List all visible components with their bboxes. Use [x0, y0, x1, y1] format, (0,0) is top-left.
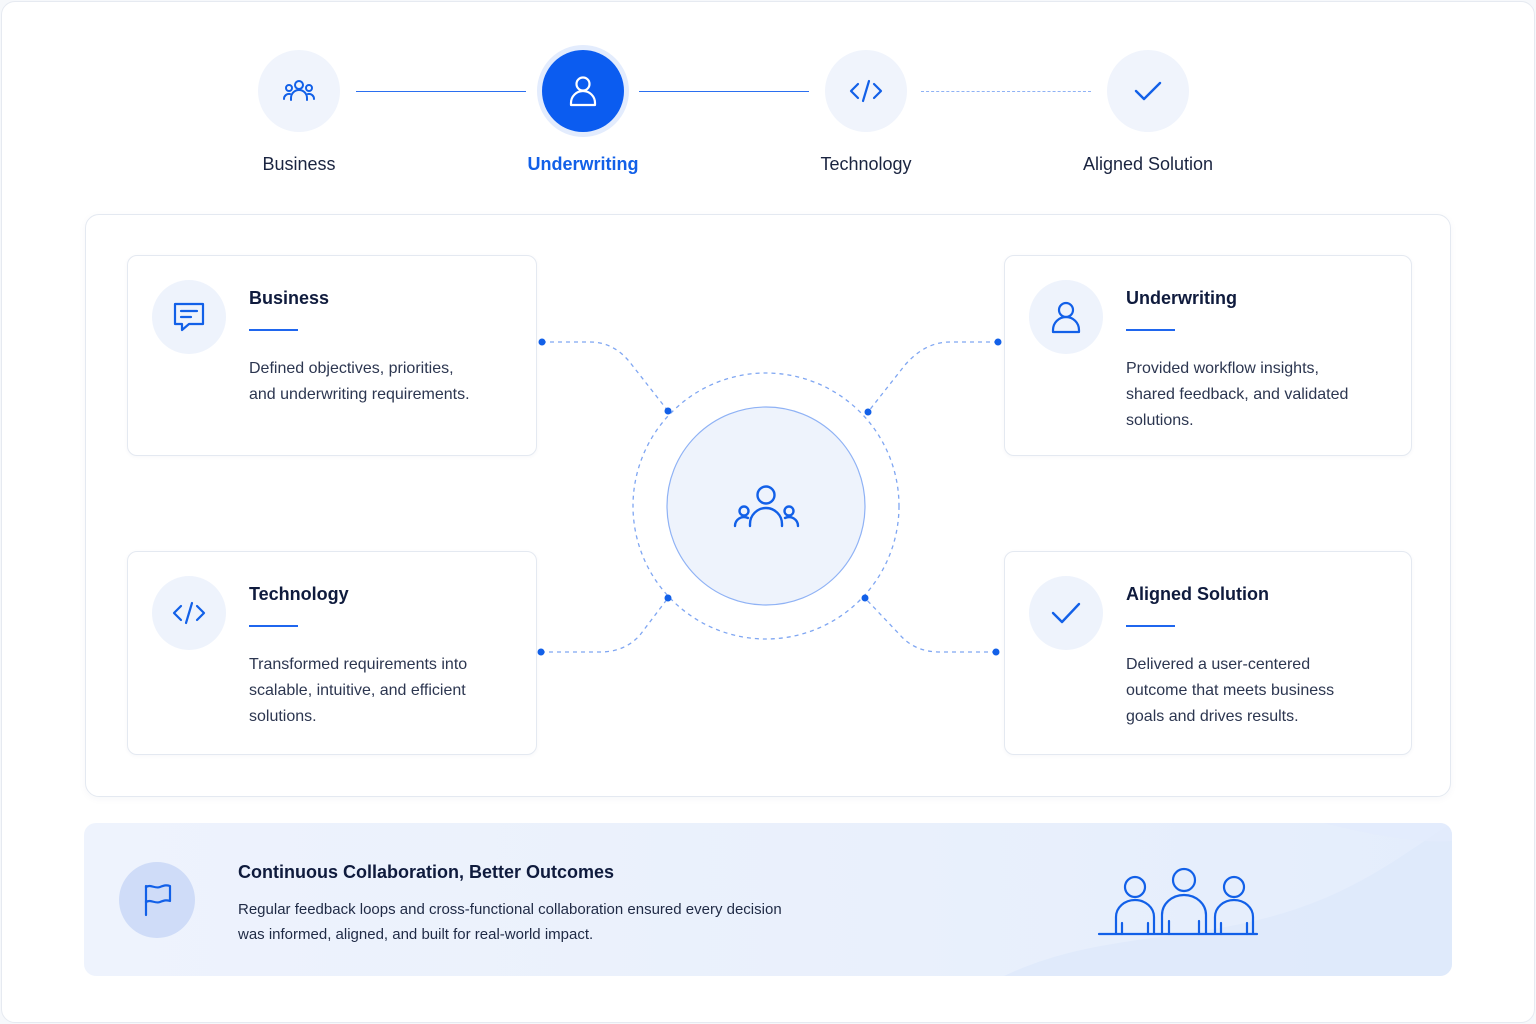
card-aligned-solution-title: Aligned Solution	[1126, 584, 1269, 604]
code-icon	[849, 79, 883, 103]
card-aligned-solution: Aligned Solution Delivered a user-center…	[1004, 551, 1412, 755]
step-technology-label: Technology	[820, 154, 912, 174]
banner-background-wave	[1004, 823, 1452, 976]
stepper-connector-1	[356, 91, 526, 92]
card-aligned-solution-line: goals and drives results.	[1126, 708, 1299, 725]
step-underwriting-circle	[542, 50, 624, 132]
card-underwriting-icon-circle	[1029, 280, 1103, 354]
flag-icon	[144, 884, 172, 917]
stepper-connector-2	[639, 91, 809, 92]
banner-description-line: was informed, aligned, and built for rea…	[238, 926, 594, 943]
step-technology-circle	[825, 50, 907, 132]
card-technology-icon-circle	[152, 576, 226, 650]
card-business-description: Defined objectives, priorities, and unde…	[249, 356, 509, 408]
banner-description-line: Regular feedback loops and cross-functio…	[238, 901, 782, 918]
step-underwriting[interactable]: Underwriting	[473, 50, 693, 175]
banner-title: Continuous Collaboration, Better Outcome…	[238, 862, 615, 882]
card-aligned-solution-line: outcome that meets business	[1126, 682, 1335, 699]
team-icon	[283, 80, 315, 101]
code-icon	[172, 601, 206, 625]
step-business-label: Business	[262, 154, 336, 174]
card-technology-line: solutions.	[249, 708, 317, 725]
card-underwriting-description: Provided workflow insights, shared feedb…	[1126, 356, 1386, 434]
step-technology[interactable]: Technology	[756, 50, 976, 175]
check-icon	[1051, 602, 1081, 624]
team-at-desks-illustration	[1097, 867, 1259, 936]
process-stepper: Business Underwriting Technology Aligned	[0, 0, 1536, 200]
check-icon	[1134, 81, 1162, 101]
card-technology-title: Technology	[249, 584, 349, 604]
card-technology-rule	[249, 625, 298, 627]
step-underwriting-label: Underwriting	[527, 154, 639, 174]
step-business[interactable]: Business	[189, 50, 409, 175]
card-aligned-solution-rule	[1126, 625, 1175, 627]
card-technology-description: Transformed requirements into scalable, …	[249, 652, 509, 730]
card-business-line: and underwriting requirements.	[249, 386, 470, 403]
card-underwriting-line: Provided workflow insights,	[1126, 360, 1319, 377]
step-aligned-solution[interactable]: Aligned Solution	[1038, 50, 1258, 175]
collaboration-banner: Continuous Collaboration, Better Outcome…	[84, 823, 1452, 976]
card-underwriting-line: solutions.	[1126, 412, 1194, 429]
card-aligned-solution-line: Delivered a user-centered	[1126, 656, 1311, 673]
card-underwriting: Underwriting Provided workflow insights,…	[1004, 255, 1412, 456]
card-business-icon-circle	[152, 280, 226, 354]
user-icon	[569, 76, 597, 107]
banner-description: Regular feedback loops and cross-functio…	[238, 897, 858, 947]
card-technology-line: scalable, intuitive, and efficient	[249, 682, 466, 699]
card-underwriting-title: Underwriting	[1126, 288, 1237, 308]
step-aligned-solution-label: Aligned Solution	[1082, 154, 1214, 174]
chat-icon	[173, 302, 205, 332]
card-business-line: Defined objectives, priorities,	[249, 360, 454, 377]
card-underwriting-line: shared feedback, and validated	[1126, 386, 1349, 403]
stepper-connector-3	[921, 91, 1091, 92]
card-business-title: Business	[249, 288, 330, 308]
step-business-circle	[258, 50, 340, 132]
card-business: Business Defined objectives, priorities,…	[127, 255, 537, 456]
user-icon	[1051, 301, 1081, 334]
card-technology: Technology Transformed requirements into…	[127, 551, 537, 755]
card-business-rule	[249, 329, 298, 331]
banner-flag-circle	[119, 862, 195, 938]
card-underwriting-rule	[1126, 329, 1175, 331]
card-aligned-solution-description: Delivered a user-centered outcome that m…	[1126, 652, 1386, 730]
step-aligned-solution-circle	[1107, 50, 1189, 132]
card-aligned-solution-icon-circle	[1029, 576, 1103, 650]
card-technology-line: Transformed requirements into	[249, 656, 468, 673]
